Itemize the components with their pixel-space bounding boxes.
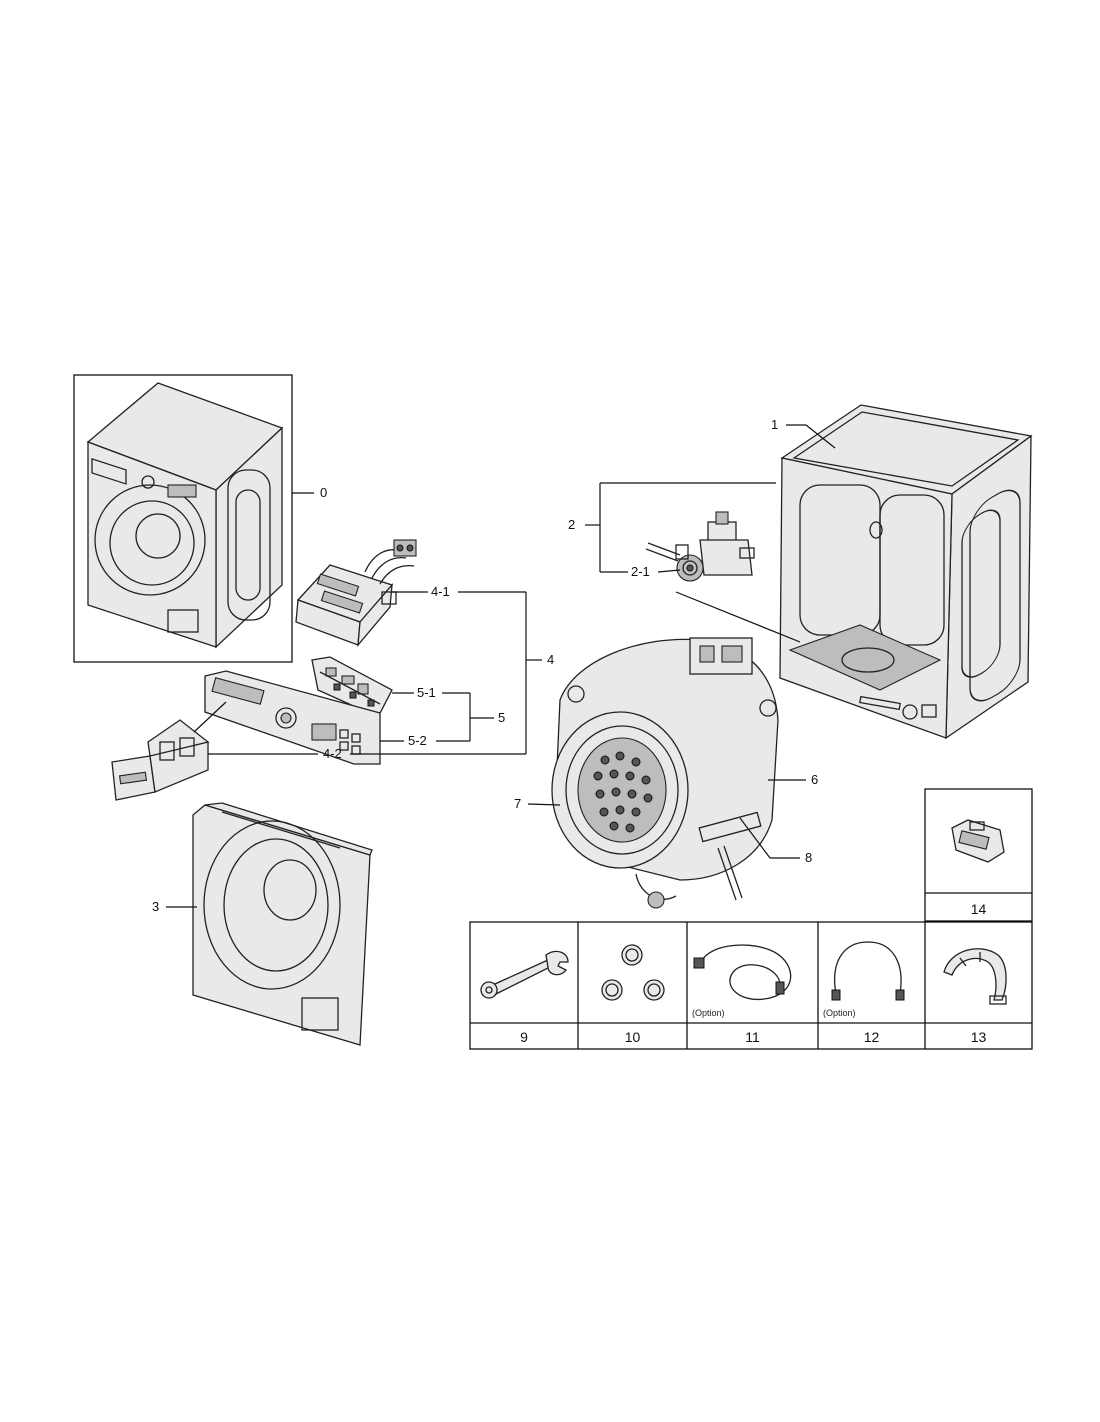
callout-2: 2 bbox=[568, 517, 575, 532]
callout-0: 0 bbox=[320, 485, 327, 500]
callout-4-2: 4-2 bbox=[323, 746, 342, 761]
callout-5-2: 5-2 bbox=[408, 733, 427, 748]
callout-3: 3 bbox=[152, 899, 159, 914]
callout-6: 6 bbox=[811, 772, 818, 787]
spanner-icon bbox=[480, 950, 569, 999]
washer-front-icon bbox=[86, 382, 284, 649]
assembled-washer-frame bbox=[73, 374, 293, 663]
part-number-11: 11 bbox=[745, 1029, 760, 1045]
callout-8: 8 bbox=[805, 850, 812, 865]
control-panel-icon bbox=[204, 670, 381, 765]
cap-icon bbox=[601, 944, 665, 1001]
part-14-cell: 14 bbox=[924, 788, 1033, 922]
drum-holes bbox=[593, 751, 653, 833]
callout-1: 1 bbox=[771, 417, 778, 432]
cabinet-icon bbox=[779, 404, 1033, 740]
callout-7: 7 bbox=[514, 796, 521, 811]
part-number-10: 10 bbox=[625, 1029, 641, 1045]
part-number-12: 12 bbox=[864, 1029, 880, 1045]
part-number-9: 9 bbox=[520, 1029, 528, 1045]
dispenser-drawer-icon bbox=[111, 719, 210, 801]
dispenser-housing-icon bbox=[295, 539, 417, 647]
option-note-12: (Option) bbox=[823, 1008, 856, 1018]
callout-5-1: 5-1 bbox=[417, 685, 436, 700]
drain-hose-icon bbox=[693, 944, 792, 1001]
callout-4: 4 bbox=[547, 652, 554, 667]
accessories-table: (Option) (Option) 9 10 11 12 13 bbox=[469, 921, 1033, 1050]
part-number-13: 13 bbox=[971, 1029, 987, 1045]
assembled-washer-group: 0 bbox=[73, 374, 327, 663]
hose-guide-icon bbox=[943, 948, 1007, 1005]
inlet-hose-icon bbox=[831, 941, 905, 1001]
option-note-11: (Option) bbox=[692, 1008, 725, 1018]
pcb-icon bbox=[311, 656, 393, 718]
water-valve-icon bbox=[645, 511, 755, 582]
tub-drum-icon bbox=[551, 637, 779, 909]
clip-icon bbox=[951, 819, 1005, 863]
callout-2-1: 2-1 bbox=[631, 564, 650, 579]
front-panel-icon bbox=[192, 802, 373, 1046]
callout-4-1: 4-1 bbox=[431, 584, 450, 599]
part-number-14: 14 bbox=[971, 901, 987, 917]
callout-5: 5 bbox=[498, 710, 505, 725]
